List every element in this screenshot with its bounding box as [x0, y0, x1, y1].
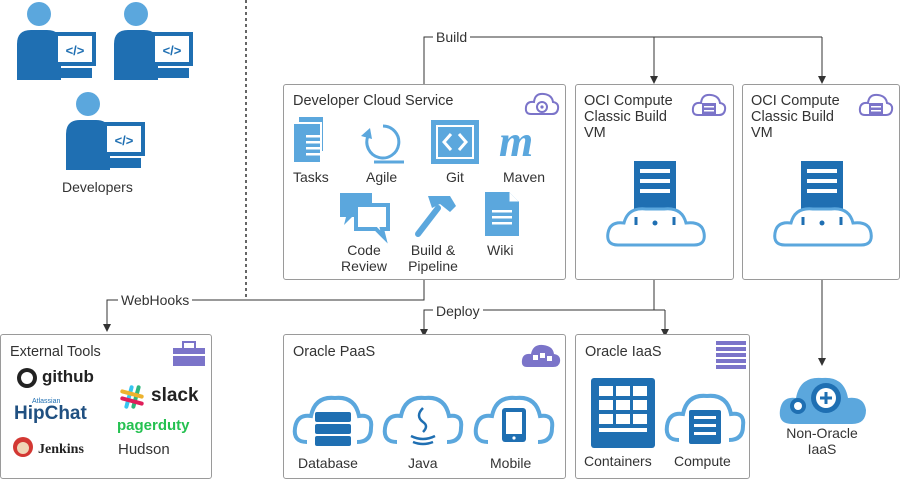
github-logo: github: [42, 367, 94, 386]
external-tools-box: External Tools: [0, 334, 212, 479]
iaas-item-containers: Containers: [584, 453, 652, 469]
atlassian-logo: Atlassian: [32, 398, 61, 405]
external-tools-title: External Tools: [10, 344, 101, 360]
database-cloud-icon: [292, 395, 374, 446]
paas-item-database: Database: [298, 455, 358, 471]
pagerduty-logo: pagerduty: [117, 417, 190, 434]
oracle-paas-box: Oracle PaaS: [283, 334, 566, 479]
tasks-icon: [292, 117, 323, 164]
paas-title: Oracle PaaS: [293, 344, 376, 360]
non-oracle-iaas-label: Non-Oracle IaaS: [786, 425, 858, 457]
edge-label-webhooks: WebHooks: [118, 292, 193, 308]
git-icon: [431, 120, 479, 164]
octocat-icon: [17, 368, 37, 388]
server-cloud-icon: [606, 161, 706, 247]
vm2-title: OCI Compute Classic Build VM: [751, 93, 840, 141]
edge-label-deploy: Deploy: [433, 303, 483, 319]
edge-label-build: Build: [433, 29, 471, 45]
dcs-item-build-pipeline: Build & Pipeline: [408, 242, 458, 274]
vm1-title: OCI Compute Classic Build VM: [584, 93, 673, 141]
developers-label: Developers: [62, 179, 133, 195]
developer-icon: </>: [17, 2, 96, 80]
oci-build-vm-box-1: OCI Compute Classic Build VM: [575, 84, 734, 280]
paas-cloud-icon: [521, 344, 561, 367]
code-review-icon: [340, 193, 390, 244]
server-small-icon: [691, 93, 727, 116]
developer-icon: </>: [66, 92, 145, 170]
dcs-item-wiki: Wiki: [487, 242, 514, 258]
mobile-cloud-icon: [473, 395, 555, 444]
dcs-title: Developer Cloud Service: [293, 93, 454, 109]
server-small-icon: [858, 93, 894, 116]
jenkins-logo: Jenkins: [38, 442, 84, 457]
paas-item-java: Java: [408, 455, 438, 471]
containers-icon: [591, 378, 655, 448]
dcs-item-agile: Agile: [366, 169, 398, 185]
dcs-item-tasks: Tasks: [293, 169, 329, 185]
hipchat-logo: HipChat: [14, 403, 87, 424]
slack-logo: slack: [151, 385, 199, 406]
java-cloud-icon: [382, 395, 464, 446]
toolbox-icon: [173, 341, 205, 366]
non-oracle-cloud-gears-icon: [779, 377, 866, 424]
iaas-stack-icon: [716, 341, 746, 369]
svg-text:</>: </>: [163, 43, 182, 58]
cloud-service-icon: [524, 92, 560, 115]
maven-icon: m: [499, 117, 534, 166]
jenkins-icon: [13, 437, 33, 457]
dcs-item-maven: Maven: [503, 169, 546, 185]
developer-icon: </>: [114, 2, 193, 80]
paas-item-mobile: Mobile: [490, 455, 532, 471]
dcs-item-git: Git: [446, 169, 464, 185]
agile-icon: [361, 124, 404, 164]
dcs-item-code-review: Code Review: [341, 242, 387, 274]
build-hammer-icon: [415, 196, 456, 237]
wiki-icon: [485, 192, 519, 236]
slack-icon: [120, 385, 144, 409]
iaas-title: Oracle IaaS: [585, 344, 662, 360]
oci-build-vm-box-2: OCI Compute Classic Build VM: [742, 84, 900, 280]
svg-text:</>: </>: [66, 43, 85, 58]
server-cloud-icon: [773, 161, 873, 247]
hudson-label: Hudson: [118, 441, 170, 458]
compute-cloud-icon: [664, 393, 746, 444]
developer-cloud-service-box: Developer Cloud Service: [283, 84, 566, 280]
iaas-item-compute: Compute: [674, 453, 731, 469]
svg-text:</>: </>: [115, 133, 134, 148]
